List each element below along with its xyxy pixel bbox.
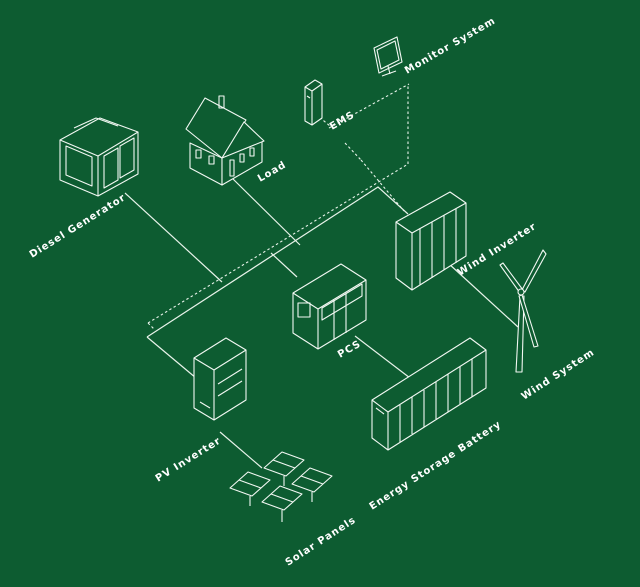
wind-inverter-icon	[395, 191, 467, 291]
monitor-icon	[373, 36, 403, 77]
label-monitor-system: Monitor System	[403, 16, 498, 77]
battery-container-icon	[371, 337, 487, 451]
label-diesel-generator: Diesel Generator	[28, 192, 128, 260]
ems-cabinet-icon	[304, 79, 323, 126]
pv-inverter-icon	[193, 337, 247, 421]
power-lines	[124, 178, 519, 469]
label-solar-panels: Solar Panels	[284, 515, 359, 569]
diesel-generator-icon	[59, 117, 139, 197]
communication-lines	[147, 83, 410, 331]
label-pcs: PCS	[336, 339, 363, 361]
label-ems: EMS	[328, 110, 357, 133]
wind-turbine-icon	[499, 249, 547, 373]
label-wind-system: Wind System	[520, 347, 597, 402]
house-icon	[185, 95, 265, 186]
label-wind-inverter: Wind Inverter	[456, 221, 539, 278]
pcs-icon	[292, 263, 367, 350]
solar-panels-icon	[229, 451, 333, 522]
label-pv-inverter: PV Inverter	[154, 435, 224, 484]
